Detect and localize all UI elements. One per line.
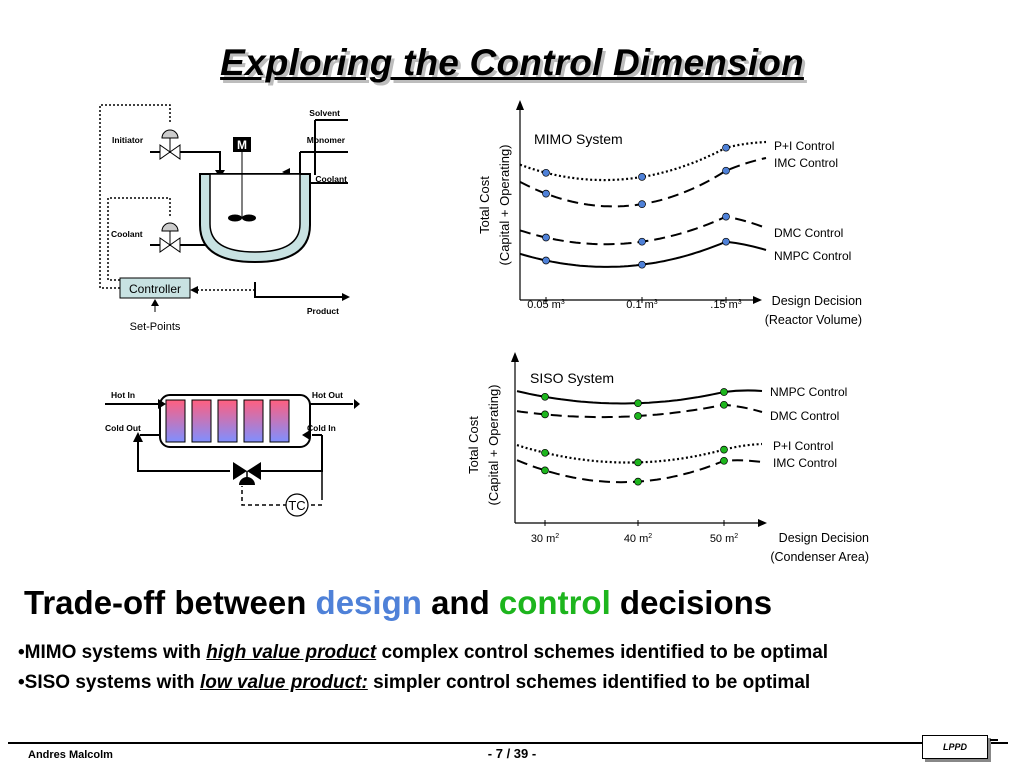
data-point	[720, 456, 728, 465]
data-point	[634, 399, 642, 408]
legend-label: IMC Control	[773, 456, 837, 470]
set-points-label: Set-Points	[130, 321, 181, 333]
data-point	[722, 237, 730, 246]
reactor-diagram: M Controller Set-Points Solvent Monomer …	[99, 104, 350, 333]
legend-label: NMPC Control	[770, 385, 847, 399]
legend-label: IMC Control	[774, 156, 838, 170]
data-point	[541, 448, 549, 457]
cold-in-label: Cold In	[307, 423, 336, 433]
heat-exchanger-diagram: TC Hot In Hot Out Cold Out Cold In	[105, 390, 360, 517]
headline: Trade-off between design and control dec…	[24, 584, 772, 622]
mimo-xlabel-2: (Reactor Volume)	[765, 313, 862, 327]
controller-box	[119, 277, 191, 299]
x-tick-label: 0.1 m3	[626, 299, 658, 311]
siso-xlabel-1: Design Decision	[779, 531, 869, 545]
bullet-suffix: complex control schemes identified to be…	[376, 642, 829, 663]
data-point	[720, 445, 728, 454]
bullet-emphasis: high value product	[206, 642, 377, 663]
data-point	[634, 477, 642, 486]
data-point	[722, 166, 730, 175]
x-tick-label: .15 m3	[710, 299, 742, 311]
footer-divider	[8, 742, 1008, 744]
legend-label: NMPC Control	[774, 249, 851, 263]
data-point	[720, 388, 728, 396]
monomer-label: Monomer	[307, 135, 346, 145]
mimo-ylabel-2: (Capital + Operating)	[497, 144, 512, 265]
data-point	[638, 260, 646, 269]
data-point	[542, 168, 550, 177]
x-tick-label: 40 m2	[624, 533, 652, 545]
data-point	[541, 392, 549, 401]
data-point	[634, 458, 642, 467]
hot-in-label: Hot In	[111, 390, 135, 400]
hot-out-label: Hot Out	[312, 390, 343, 400]
bullet-prefix: •MIMO systems with	[18, 642, 207, 663]
tc-label: TC	[288, 498, 305, 513]
data-point	[638, 173, 646, 181]
legend-label: DMC Control	[770, 409, 839, 423]
mimo-chart: MIMO System Total Cost (Capital + Operat…	[477, 100, 862, 327]
siso-xlabel-2: (Condenser Area)	[770, 550, 869, 564]
bullet-suffix: simpler control schemes identified to be…	[367, 672, 811, 693]
data-point	[542, 233, 550, 242]
legend-label: DMC Control	[774, 226, 843, 240]
bullet-emphasis: low value product:	[199, 672, 368, 693]
solvent-label: Solvent	[309, 108, 340, 118]
initiator-label: Initiator	[112, 135, 144, 145]
headline-part2: and	[421, 584, 499, 621]
coolant-left-label: Coolant	[111, 229, 143, 239]
siso-ylabel-2: (Capital + Operating)	[486, 384, 501, 505]
x-tick-label: 50 m2	[710, 533, 738, 545]
data-point	[638, 200, 646, 208]
data-point	[722, 143, 730, 152]
page-number: - 7 / 39 -	[487, 746, 537, 761]
siso-chart: SISO System Total Cost (Capital + Operat…	[466, 352, 869, 564]
cold-out-label: Cold Out	[105, 423, 141, 433]
motor-label: M	[237, 138, 247, 152]
headline-part1: Trade-off between	[24, 584, 316, 621]
data-point	[722, 212, 730, 221]
siso-ylabel-1: Total Cost	[466, 416, 481, 474]
series-line	[519, 157, 767, 208]
bullet-mimo: •MIMO systems with high value product co…	[18, 642, 828, 664]
data-point	[634, 412, 642, 420]
coolant-top-label: Coolant	[315, 174, 347, 184]
footer-author: Andres Malcolm	[28, 749, 113, 761]
data-point	[638, 237, 646, 246]
slide-title: Exploring the Control Dimension	[220, 42, 804, 83]
controller-label: Controller	[129, 282, 181, 296]
data-point	[541, 466, 549, 475]
mimo-title: MIMO System	[534, 131, 623, 147]
headline-control: control	[498, 584, 611, 621]
x-tick-label: 0.05 m3	[527, 299, 565, 311]
bullet-prefix: •SISO systems with	[18, 672, 200, 693]
headline-design: design	[315, 584, 422, 621]
data-point	[541, 410, 549, 419]
siso-title: SISO System	[530, 370, 614, 386]
data-point	[720, 400, 728, 409]
mimo-xlabel-1: Design Decision	[772, 294, 862, 308]
lppd-logo: LPPD	[922, 735, 988, 759]
bullet-siso: •SISO systems with low value product: si…	[18, 672, 810, 694]
headline-part3: decisions	[610, 584, 773, 621]
data-point	[542, 189, 550, 198]
legend-label: P+I Control	[773, 439, 833, 453]
logo-dash	[990, 739, 998, 741]
x-tick-label: 30 m2	[531, 533, 559, 545]
product-label: Product	[307, 306, 339, 316]
mimo-ylabel-1: Total Cost	[477, 176, 492, 234]
legend-label: P+I Control	[774, 139, 834, 153]
data-point	[542, 256, 550, 265]
